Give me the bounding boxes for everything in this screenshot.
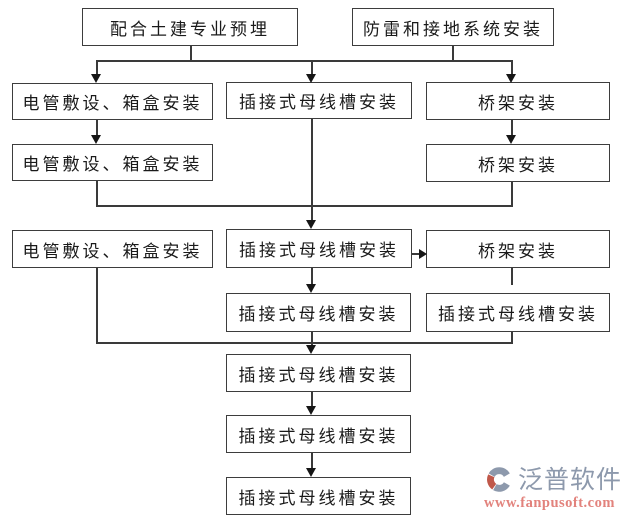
connector-r4mid-r5mid — [311, 268, 313, 285]
arrowhead-down-icon — [306, 284, 316, 293]
connector-r3right-drop — [511, 182, 513, 207]
flow-node-r2-left: 电管敷设、箱盒安装 — [12, 83, 213, 120]
connector-bus-to-r2-right — [511, 60, 513, 75]
flow-node-r2-right: 桥架安装 — [426, 82, 610, 120]
flow-node-label: 电管敷设、箱盒安装 — [22, 94, 203, 113]
flow-node-r4-left: 电管敷设、箱盒安装 — [12, 230, 213, 268]
connector-bus-row3 — [96, 205, 513, 207]
flow-node-r4-mid: 插接式母线槽安装 — [226, 229, 412, 268]
flow-node-top-right: 防雷和接地系统安装 — [352, 8, 554, 46]
flow-node-label: 插接式母线槽安装 — [438, 305, 598, 324]
flow-node-r7-mid: 插接式母线槽安装 — [226, 415, 411, 453]
flow-node-r5-right: 插接式母线槽安装 — [426, 293, 610, 332]
connector-r2mid-r4mid — [311, 119, 313, 220]
arrowhead-down-icon — [91, 135, 101, 144]
fanpu-watermark: 泛普软件 www.fanpusoft.com — [484, 458, 622, 512]
flow-node-label: 插接式母线槽安装 — [238, 426, 399, 446]
flow-node-label: 配合土建专业预埋 — [110, 19, 270, 39]
flow-node-label: 电管敷设、箱盒安装 — [22, 155, 203, 174]
connector-r4left-drop — [96, 268, 98, 344]
flow-node-r4-right: 桥架安装 — [426, 230, 610, 268]
connector-bus-to-r2-left — [96, 60, 98, 75]
flow-node-label: 桥架安装 — [478, 241, 558, 261]
flow-node-top-left: 配合土建专业预埋 — [82, 8, 298, 46]
flow-node-label: 电管敷设、箱盒安装 — [22, 241, 203, 261]
flow-node-r3-right: 桥架安装 — [426, 144, 610, 182]
fanpu-brand-text: 泛普软件 — [517, 467, 622, 494]
connector-r2left-r3left — [96, 120, 98, 136]
flow-node-r6-mid: 插接式母线槽安装 — [226, 354, 411, 392]
arrowhead-down-icon — [306, 468, 316, 477]
connector-bus-row5 — [96, 342, 513, 344]
flow-node-label: 插接式母线槽安装 — [238, 305, 399, 324]
arrowhead-down-icon — [306, 220, 316, 229]
flow-node-label: 插接式母线槽安装 — [238, 488, 399, 508]
flow-node-r5-mid: 插接式母线槽安装 — [226, 293, 411, 332]
connector-r4right-r5right — [511, 268, 513, 285]
connector-bus-to-r2-mid — [311, 60, 313, 75]
flow-node-r2-mid: 插接式母线槽安装 — [226, 82, 412, 119]
arrowhead-down-icon — [306, 345, 316, 354]
flow-node-label: 插接式母线槽安装 — [239, 93, 399, 112]
flow-node-label: 桥架安装 — [478, 155, 558, 175]
flow-node-label: 防雷和接地系统安装 — [363, 19, 543, 39]
fanpu-url-text: www.fanpusoft.com — [484, 495, 615, 511]
connector-r4mid-r4right — [412, 253, 420, 255]
connector-r5right-drop — [511, 332, 513, 344]
flow-node-label: 桥架安装 — [478, 93, 558, 113]
flow-node-label: 插接式母线槽安装 — [239, 241, 399, 260]
connector-bus-row1 — [96, 60, 513, 62]
flow-node-label: 插接式母线槽安装 — [238, 365, 399, 385]
arrowhead-down-icon — [306, 406, 316, 415]
fanpu-watermark-row: 泛普软件 — [484, 458, 622, 498]
connector-r6mid-r7mid — [311, 392, 313, 407]
connector-r7mid-r8mid — [311, 453, 313, 469]
flow-node-r8-mid: 插接式母线槽安装 — [226, 477, 411, 515]
connector-topright-drop — [452, 46, 454, 61]
flow-node-r3-left: 电管敷设、箱盒安装 — [12, 144, 213, 181]
fanpu-logo-icon — [487, 467, 510, 492]
connector-topleft-drop — [190, 46, 192, 61]
arrowhead-down-icon — [506, 74, 516, 83]
arrowhead-down-icon — [506, 135, 516, 144]
connector-r3left-drop — [96, 181, 98, 207]
arrowhead-down-icon — [306, 74, 316, 83]
arrowhead-down-icon — [91, 74, 101, 83]
connector-r5mid-r6mid — [311, 332, 313, 346]
arrowhead-right-icon — [419, 249, 427, 259]
connector-r2right-r3right — [511, 120, 513, 136]
